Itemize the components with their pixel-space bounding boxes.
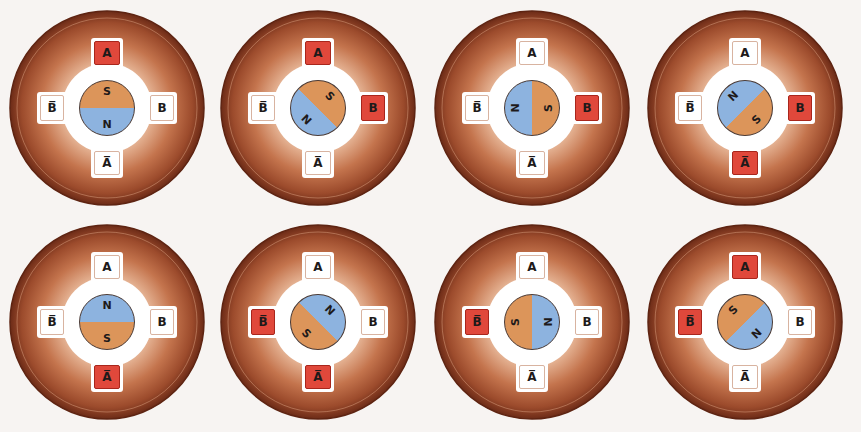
stator-pole: B bbox=[150, 95, 174, 121]
pole-label: A̅ bbox=[102, 155, 111, 171]
stator-housing bbox=[435, 11, 629, 205]
rotor-pole-label: N bbox=[322, 302, 338, 318]
stator-pole: B bbox=[575, 309, 599, 335]
pole-label: A̅ bbox=[740, 369, 749, 385]
stator-pole: A bbox=[305, 41, 331, 65]
pole-label: A bbox=[740, 259, 749, 275]
pole-label: A bbox=[740, 45, 749, 61]
pole-label: A bbox=[102, 259, 111, 275]
pole-label: B̅ bbox=[47, 314, 56, 330]
pole-label: B bbox=[582, 314, 591, 330]
pole-label: B̅ bbox=[472, 314, 481, 330]
rotor-pole-label: S bbox=[103, 332, 111, 345]
stator-housing bbox=[10, 225, 204, 419]
stator-pole: A bbox=[519, 41, 545, 65]
stator-housing bbox=[648, 11, 842, 205]
pole-label: A̅ bbox=[102, 369, 111, 385]
stator-pole: A bbox=[732, 255, 758, 279]
rotor: NS bbox=[504, 80, 560, 136]
pole-label: B̅ bbox=[472, 100, 481, 116]
stator-pole: A bbox=[94, 41, 120, 65]
stator-pole: A̅ bbox=[732, 365, 758, 389]
stator-pole: A bbox=[732, 41, 758, 65]
stator-pole: A̅ bbox=[519, 365, 545, 389]
stator-pole: B bbox=[788, 95, 812, 121]
rotor-pole-label: N bbox=[509, 103, 522, 112]
rotor-pole-label: S bbox=[542, 104, 555, 112]
stator-pole: B bbox=[150, 309, 174, 335]
pole-label: B bbox=[795, 314, 804, 330]
stator-housing bbox=[648, 225, 842, 419]
rotor-pole-label: N bbox=[102, 299, 111, 312]
pole-label: B bbox=[368, 314, 377, 330]
stator-housing bbox=[221, 225, 415, 419]
pole-label: A bbox=[527, 45, 536, 61]
pole-label: A̅ bbox=[313, 369, 322, 385]
pole-label: B bbox=[157, 100, 166, 116]
pole-label: B̅ bbox=[685, 314, 694, 330]
stator-housing bbox=[221, 11, 415, 205]
stator-pole: A̅ bbox=[94, 365, 120, 389]
stator-housing bbox=[435, 225, 629, 419]
rotor-pole-label: S bbox=[103, 85, 111, 98]
rotor: NS bbox=[79, 294, 135, 350]
pole-label: B̅ bbox=[47, 100, 56, 116]
pole-label: B bbox=[582, 100, 591, 116]
pole-label: B bbox=[795, 100, 804, 116]
stator-pole: B̅ bbox=[465, 95, 489, 121]
pole-label: B̅ bbox=[258, 314, 267, 330]
rotor-pole-label: N bbox=[102, 118, 111, 131]
stator-pole: B̅ bbox=[40, 309, 64, 335]
pole-label: A bbox=[102, 45, 111, 61]
stator-pole: A̅ bbox=[305, 151, 331, 175]
stator-pole: B bbox=[361, 95, 385, 121]
pole-label: B bbox=[368, 100, 377, 116]
stator-housing bbox=[10, 11, 204, 205]
rotor-pole-label: N bbox=[725, 88, 741, 104]
pole-label: A bbox=[313, 45, 322, 61]
stator-pole: A bbox=[94, 255, 120, 279]
rotor: SN bbox=[504, 294, 560, 350]
pole-label: B bbox=[157, 314, 166, 330]
stator-pole: B̅ bbox=[678, 95, 702, 121]
pole-label: A̅ bbox=[527, 369, 536, 385]
rotor-pole-label: S bbox=[299, 326, 314, 341]
stator-pole: B̅ bbox=[678, 309, 702, 335]
stator-pole: A bbox=[305, 255, 331, 279]
stator-pole: B bbox=[575, 95, 599, 121]
rotor-pole-label: S bbox=[322, 89, 337, 104]
rotor: SN bbox=[79, 80, 135, 136]
rotor-pole-label: S bbox=[509, 318, 522, 326]
stator-pole: A̅ bbox=[94, 151, 120, 175]
pole-label: A bbox=[313, 259, 322, 275]
stator-pole: B̅ bbox=[40, 95, 64, 121]
pole-label: A̅ bbox=[527, 155, 536, 171]
stator-pole: B bbox=[361, 309, 385, 335]
pole-label: B̅ bbox=[258, 100, 267, 116]
pole-label: A̅ bbox=[313, 155, 322, 171]
rotor-pole-label: S bbox=[726, 303, 741, 318]
pole-label: A̅ bbox=[740, 155, 749, 171]
pole-label: A bbox=[527, 259, 536, 275]
stator-pole: B bbox=[788, 309, 812, 335]
stator-pole: A̅ bbox=[519, 151, 545, 175]
stator-pole: A̅ bbox=[732, 151, 758, 175]
rotor-pole-label: N bbox=[542, 317, 555, 326]
stator-pole: B̅ bbox=[465, 309, 489, 335]
rotor-pole-label: N bbox=[298, 112, 314, 128]
stator-pole: B̅ bbox=[251, 309, 275, 335]
stator-pole: A bbox=[519, 255, 545, 279]
pole-label: B̅ bbox=[685, 100, 694, 116]
stator-pole: A̅ bbox=[305, 365, 331, 389]
rotor-pole-label: S bbox=[749, 112, 764, 127]
rotor-pole-label: N bbox=[749, 326, 765, 342]
stator-pole: B̅ bbox=[251, 95, 275, 121]
